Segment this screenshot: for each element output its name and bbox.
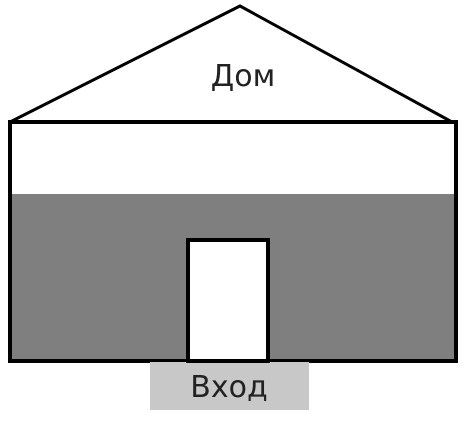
house-wall-upper [10,122,456,194]
house-door[interactable] [186,238,270,363]
roof-label: Дом [211,59,275,94]
entrance-label: Вход [190,370,267,405]
entrance-label-box [150,362,309,410]
